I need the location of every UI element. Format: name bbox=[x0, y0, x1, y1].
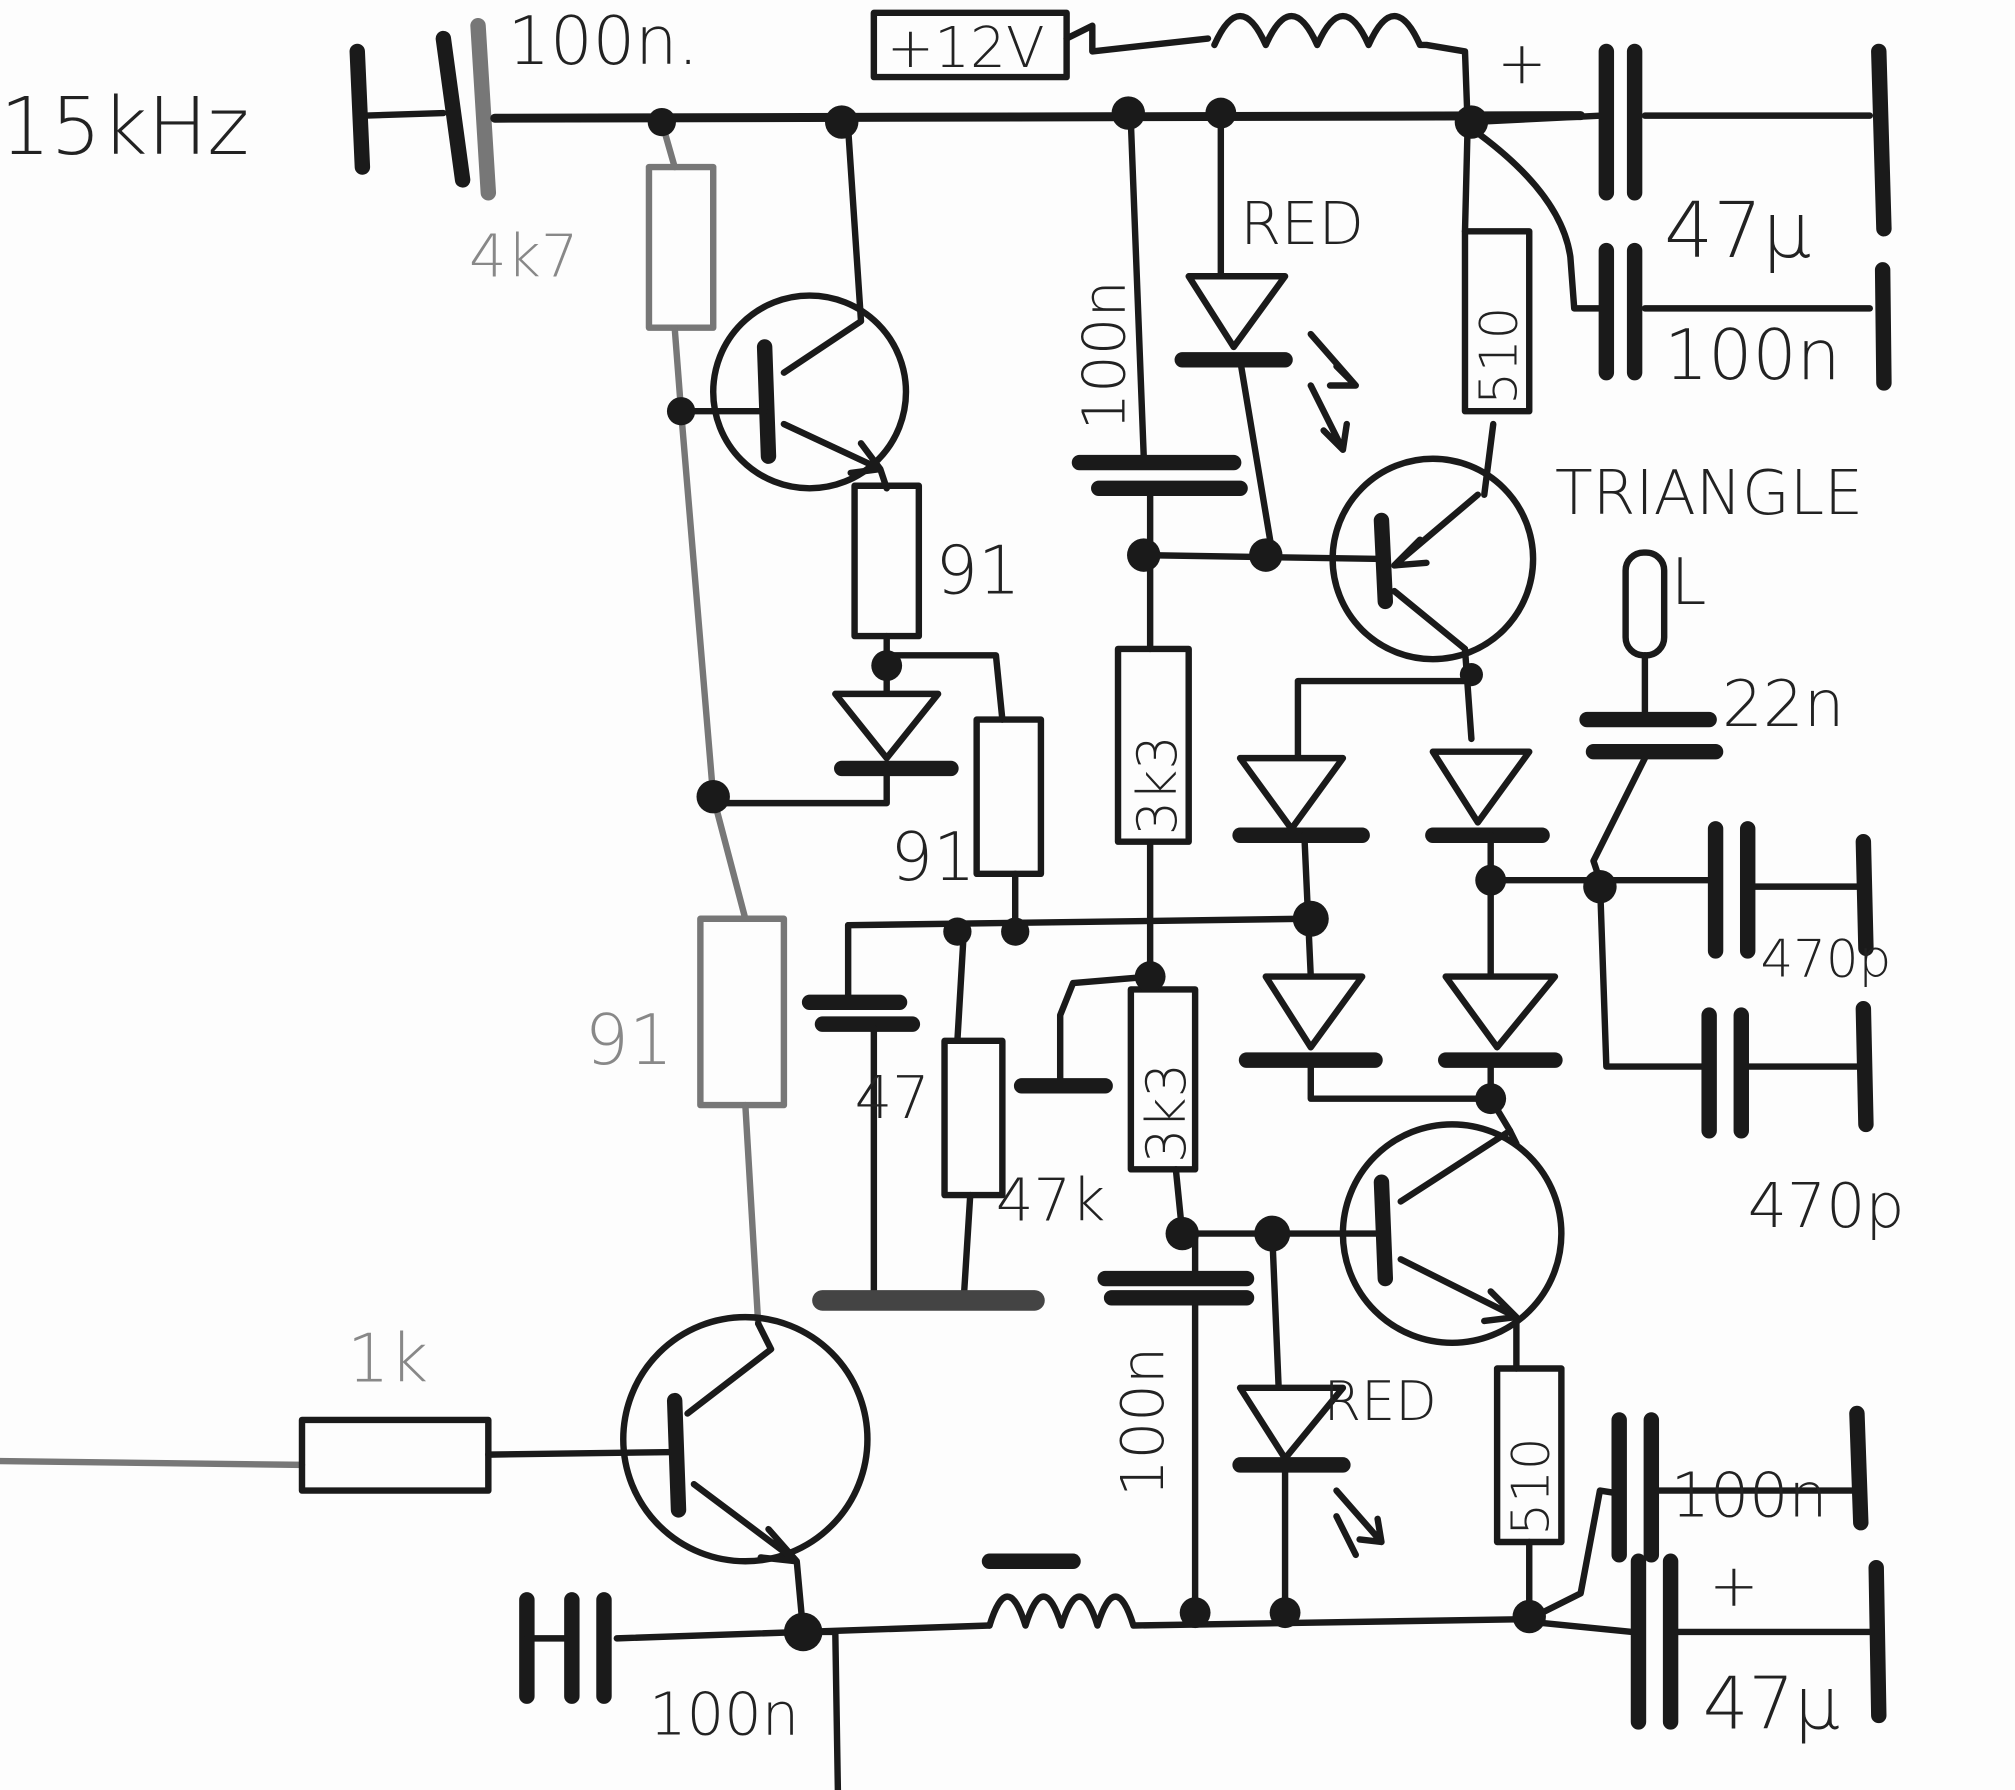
c-bottom-left-100n-label: 100n bbox=[649, 1680, 799, 1749]
top-plus-label: + bbox=[1497, 29, 1547, 98]
top-100n-label: 100n bbox=[1664, 316, 1840, 396]
c-47-label: 47 bbox=[855, 1063, 930, 1132]
bottom-plus-label: + bbox=[1709, 1551, 1759, 1620]
r-91-b-label: 91 bbox=[891, 818, 976, 896]
top-decoupling-caps bbox=[1468, 43, 1892, 391]
c-mid-100n-top-label: 100n bbox=[1069, 280, 1138, 430]
c-bot-100n-label: 100n bbox=[1671, 1459, 1828, 1531]
input-stage bbox=[645, 118, 1308, 1327]
c-470p-b-label: 470p bbox=[1748, 1170, 1905, 1242]
r-1k-label: 1k bbox=[347, 1319, 428, 1397]
supply-label: +12V bbox=[887, 16, 1045, 81]
c-22n-label: 22n bbox=[1722, 667, 1844, 742]
led-bottom-label: RED bbox=[1324, 1370, 1437, 1433]
triangle-stage bbox=[1013, 109, 1565, 1623]
c-bot-47u-label: 47µ bbox=[1703, 1661, 1840, 1745]
r-4k7-label: 4k7 bbox=[469, 221, 578, 290]
bottom-stage bbox=[0, 1313, 1887, 1790]
r-510-top-label: 510 bbox=[1469, 307, 1529, 405]
top-rail bbox=[349, 17, 1586, 201]
triangle-output-label: TRIANGLE bbox=[1555, 457, 1863, 529]
input-cap-label: 100n. bbox=[508, 2, 699, 80]
component-labels: 15kHz 100n. +12V + 47µ 100n 4k7 RED 100n… bbox=[0, 2, 1905, 1748]
top-47u-label: 47µ bbox=[1664, 186, 1811, 276]
terminal-l-label: L bbox=[1671, 545, 1707, 620]
r-3k3-a-label: 3k3 bbox=[1126, 735, 1189, 835]
r-510-bot-label: 510 bbox=[1502, 1437, 1562, 1535]
r-91-c-label: 91 bbox=[585, 1001, 673, 1081]
c-470p-a-label: 470p bbox=[1761, 930, 1892, 990]
r-47k-label: 47k bbox=[996, 1166, 1105, 1235]
junction-nodes bbox=[647, 96, 1617, 1652]
r-3k3-b-label: 3k3 bbox=[1135, 1063, 1198, 1163]
output-caps bbox=[1487, 549, 1874, 1139]
c-mid-100n-bot-label: 100n bbox=[1108, 1347, 1177, 1497]
supply-inductor bbox=[870, 9, 1471, 126]
r-91-a-label: 91 bbox=[936, 532, 1021, 610]
input-frequency-label: 15kHz bbox=[0, 80, 249, 173]
led-top-label: RED bbox=[1240, 189, 1364, 258]
